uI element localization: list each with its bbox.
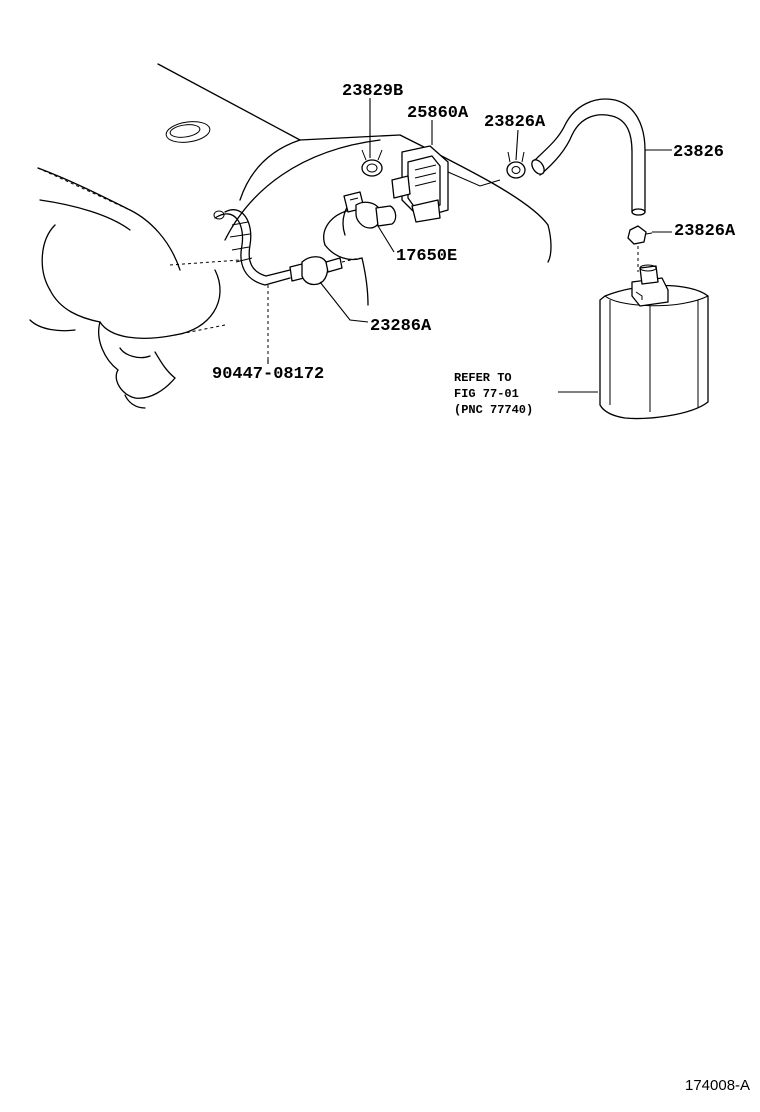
callout-23829b: 23829B — [342, 82, 403, 101]
reference-note: REFER TO FIG 77-01 (PNC 77740) — [454, 371, 533, 417]
engine-outline — [29, 63, 552, 409]
reference-note-line1: REFER TO — [454, 371, 512, 385]
reference-note-line3: (PNC 77740) — [454, 403, 533, 417]
clamp-23826a-top — [506, 151, 526, 179]
charcoal-canister — [599, 264, 709, 420]
vsv-25860a — [391, 145, 501, 223]
callout-23826a-top: 23826A — [484, 113, 546, 132]
vsv-17650e — [343, 191, 397, 229]
callout-23826a-right: 23826A — [674, 222, 736, 241]
reference-note-line2: FIG 77-01 — [454, 387, 519, 401]
callout-23286a: 23286A — [370, 317, 432, 336]
callout-17650e: 17650E — [396, 247, 457, 266]
hose-90447 — [213, 209, 291, 360]
hose-23826 — [531, 98, 646, 216]
clamp-23829b — [361, 149, 383, 177]
leader-lines — [267, 98, 672, 393]
figure-id: 174008-A — [685, 1077, 750, 1094]
check-valve-23286a — [289, 256, 361, 286]
callout-90447: 90447-08172 — [212, 365, 324, 384]
callout-23826: 23826 — [673, 143, 724, 162]
clamp-23826a-right — [627, 225, 653, 272]
callout-25860a: 25860A — [407, 104, 469, 123]
